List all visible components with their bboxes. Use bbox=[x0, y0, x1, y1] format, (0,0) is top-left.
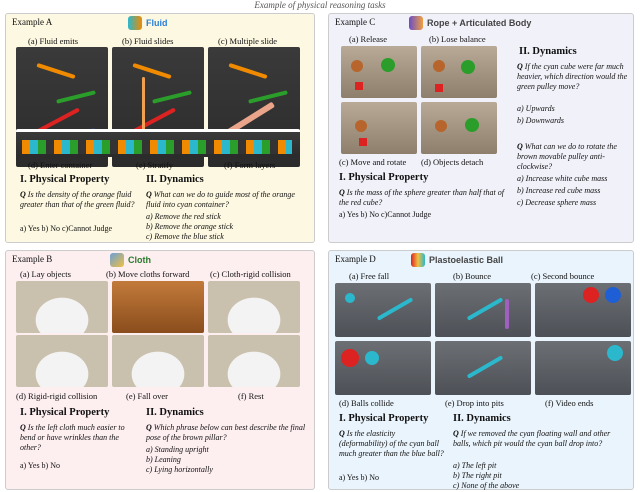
c-question-2: Q If the cyan cube were far much heavier… bbox=[517, 62, 628, 91]
c-option-2: b) Downwards bbox=[517, 116, 565, 125]
c-question-3: Q What can we do to rotate the brown mov… bbox=[517, 142, 617, 171]
rope-frame-4 bbox=[421, 102, 497, 154]
subcaption-b3: (c) Cloth-rigid collision bbox=[210, 269, 291, 279]
c-dynamics-heading: II. Dynamics bbox=[519, 46, 577, 57]
rope-frame-2 bbox=[421, 46, 497, 98]
c-option-4: b) Increase red cube mass bbox=[517, 186, 601, 195]
subcaption-a6: (f) Form layers bbox=[224, 160, 276, 170]
example-b-label: Example B bbox=[12, 254, 53, 264]
subcaption-d6: (f) Video ends bbox=[545, 398, 594, 408]
c-option-5: c) Decrease sphere mass bbox=[517, 198, 597, 207]
c-option-1: a) Upwards bbox=[517, 104, 555, 113]
a-physical-property-heading: I. Physical Property bbox=[20, 174, 110, 185]
ball-frame-4 bbox=[335, 341, 431, 395]
ball-frame-5 bbox=[435, 341, 531, 395]
ball-frame-6 bbox=[535, 341, 631, 395]
d-question-2: Q If we removed the cyan floating wall a… bbox=[453, 429, 611, 448]
example-c-panel: Example C Rope + Articulated Body (a) Re… bbox=[328, 13, 634, 243]
page-header: Example of physical reasoning tasks bbox=[254, 0, 386, 10]
subcaption-c1: (a) Release bbox=[349, 34, 387, 44]
b-question-2: Q Which phrase below can best describe t… bbox=[146, 423, 306, 442]
ball-frame-2 bbox=[435, 283, 531, 337]
b-question-1: Q Is the left cloth much easier to bend … bbox=[20, 423, 125, 452]
cloth-frame-3 bbox=[208, 281, 300, 333]
c-question-1: Q Is the mass of the sphere greater than… bbox=[339, 188, 504, 207]
d-question-1: Q Is the elasticity (deformability) of t… bbox=[339, 429, 444, 458]
cloth-frame-2 bbox=[112, 281, 204, 333]
fluid-icon bbox=[128, 16, 142, 30]
rope-frame-1 bbox=[341, 46, 417, 98]
d-dynamics-heading: II. Dynamics bbox=[453, 413, 511, 424]
b-answer-1: a) Yes b) No bbox=[20, 461, 60, 470]
subcaption-d2: (b) Bounce bbox=[453, 271, 492, 281]
example-d-label: Example D bbox=[335, 254, 376, 264]
cloth-frame-1 bbox=[16, 281, 108, 333]
ball-frame-3 bbox=[535, 283, 631, 337]
rope-icon bbox=[409, 16, 423, 30]
subcaption-a4: (d) Enter container bbox=[28, 160, 93, 170]
cloth-frame-5 bbox=[112, 335, 204, 387]
containers-strip bbox=[16, 129, 300, 157]
cloth-frame-6 bbox=[208, 335, 300, 387]
c-option-3: a) Increase white cube mass bbox=[517, 174, 608, 183]
b-option-3: c) Lying horizontally bbox=[146, 465, 213, 474]
d-option-2: b) The right pit bbox=[453, 471, 502, 480]
b-option-2: b) Leaning bbox=[146, 455, 181, 464]
b-option-1: a) Standing upright bbox=[146, 445, 209, 454]
d-physical-property-heading: I. Physical Property bbox=[339, 413, 429, 424]
subcaption-c2: (b) Lose balance bbox=[429, 34, 486, 44]
example-d-title: Plastoelastic Ball bbox=[429, 255, 504, 265]
b-dynamics-heading: II. Dynamics bbox=[146, 407, 204, 418]
a-answer-1: a) Yes b) No c)Cannot Judge bbox=[20, 224, 112, 233]
d-option-3: c) None of the above bbox=[453, 481, 520, 490]
a-question-1: Q Is the density of the orange fluid gre… bbox=[20, 190, 135, 209]
a-option-2: b) Remove the orange stick bbox=[146, 222, 234, 231]
subcaption-a2: (b) Fluid slides bbox=[122, 36, 174, 46]
example-b-title: Cloth bbox=[128, 255, 151, 265]
subcaption-a3: (c) Multiple slide bbox=[218, 36, 278, 46]
a-question-2: Q What can we do to guide most of the or… bbox=[146, 190, 295, 209]
a-option-1: a) Remove the red stick bbox=[146, 212, 221, 221]
subcaption-b1: (a) Lay objects bbox=[20, 269, 71, 279]
ball-icon bbox=[411, 253, 425, 267]
c-answer-1: a) Yes b) No c)Cannot Judge bbox=[339, 210, 431, 219]
example-c-label: Example C bbox=[335, 17, 376, 27]
subcaption-c3: (c) Move and rotate bbox=[339, 157, 407, 167]
subcaption-a5: (e) Stratify bbox=[136, 160, 174, 170]
ball-frame-1 bbox=[335, 283, 431, 337]
d-option-1: a) The left pit bbox=[453, 461, 497, 470]
example-c-title: Rope + Articulated Body bbox=[427, 18, 532, 28]
example-a-panel: Example A Fluid (a) Fluid emits (b) Flui… bbox=[5, 13, 315, 243]
subcaption-d1: (a) Free fall bbox=[349, 271, 390, 281]
subcaption-a1: (a) Fluid emits bbox=[28, 36, 79, 46]
a-option-3: c) Remove the blue stick bbox=[146, 232, 224, 241]
subcaption-b2: (b) Move cloths forward bbox=[106, 269, 190, 279]
b-physical-property-heading: I. Physical Property bbox=[20, 407, 110, 418]
subcaption-b5: (e) Fall over bbox=[126, 391, 169, 401]
cloth-frame-4 bbox=[16, 335, 108, 387]
subcaption-c4: (d) Objects detach bbox=[421, 157, 484, 167]
subcaption-d4: (d) Balls collide bbox=[339, 398, 394, 408]
c-physical-property-heading: I. Physical Property bbox=[339, 172, 429, 183]
subcaption-d5: (e) Drop into pits bbox=[445, 398, 504, 408]
example-d-panel: Example D Plastoelastic Ball (a) Free fa… bbox=[328, 250, 634, 490]
cloth-icon bbox=[110, 253, 124, 267]
example-b-panel: Example B Cloth (a) Lay objects (b) Move… bbox=[5, 250, 315, 490]
example-a-title: Fluid bbox=[146, 18, 168, 28]
subcaption-b4: (d) Rigid-rigid collision bbox=[16, 391, 98, 401]
example-a-label: Example A bbox=[12, 17, 53, 27]
subcaption-b6: (f) Rest bbox=[238, 391, 264, 401]
rope-frame-3 bbox=[341, 102, 417, 154]
subcaption-d3: (c) Second bounce bbox=[531, 271, 595, 281]
a-dynamics-heading: II. Dynamics bbox=[146, 174, 204, 185]
d-answer-1: a) Yes b) No bbox=[339, 473, 379, 482]
